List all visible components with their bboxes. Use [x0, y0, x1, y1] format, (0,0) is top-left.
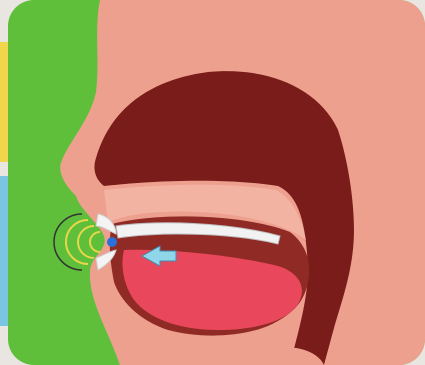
vocal-tract-diagram	[8, 0, 425, 365]
lip-contact-dot	[107, 237, 117, 247]
diagram-card	[8, 0, 425, 365]
